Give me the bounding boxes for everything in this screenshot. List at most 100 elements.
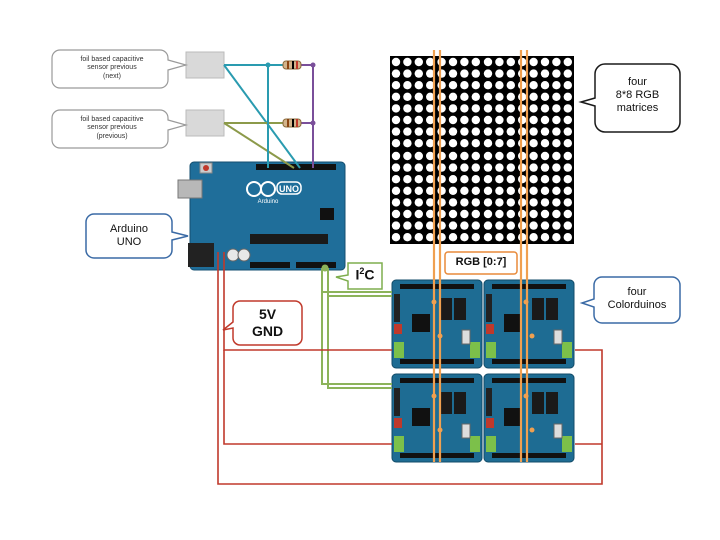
led (437, 69, 446, 78)
led (471, 186, 480, 195)
led (552, 57, 561, 67)
led (483, 92, 493, 102)
led (483, 81, 493, 90)
led (552, 221, 561, 230)
led (471, 233, 480, 242)
led (426, 104, 435, 113)
power-jack (188, 243, 214, 267)
led (540, 186, 550, 195)
led (529, 92, 538, 102)
led (506, 104, 515, 113)
led (448, 198, 458, 207)
led (540, 221, 550, 230)
led (437, 151, 446, 161)
led (552, 139, 561, 148)
led (403, 175, 412, 184)
led (437, 175, 446, 184)
callout-colorduinos (579, 276, 681, 324)
board-brand-sub: Arduino (258, 199, 279, 205)
led (448, 92, 458, 102)
led (495, 233, 504, 242)
led (471, 127, 480, 136)
led (495, 139, 504, 148)
led (471, 115, 480, 125)
led (403, 127, 412, 136)
led (495, 175, 504, 184)
led (483, 186, 493, 195)
led (506, 69, 515, 78)
sensor-previous-foil (185, 109, 225, 137)
led (506, 151, 515, 161)
led (506, 233, 515, 242)
led (518, 163, 527, 172)
led (426, 127, 435, 136)
arduino-uno-board: UNO Arduino (177, 161, 346, 271)
callout-sensor-next (51, 49, 189, 89)
led (529, 139, 538, 148)
led (529, 221, 538, 230)
led (437, 198, 446, 207)
led (448, 186, 458, 195)
led (460, 233, 469, 242)
power-wires (217, 252, 603, 485)
led (471, 104, 480, 113)
led (518, 104, 527, 113)
led (403, 115, 412, 125)
led (483, 57, 493, 67)
led (391, 163, 401, 172)
board-brand: UNO (279, 184, 299, 194)
led (483, 127, 493, 136)
led (495, 69, 504, 78)
arduino-label: Arduino UNO (110, 223, 148, 249)
led (437, 233, 446, 242)
led (563, 139, 572, 148)
led (483, 209, 493, 219)
led (483, 69, 493, 78)
led (506, 139, 515, 148)
led (437, 209, 446, 219)
callout-power (222, 300, 303, 346)
led (495, 198, 504, 207)
led (448, 209, 458, 219)
led (460, 139, 469, 148)
led (506, 115, 515, 125)
led (529, 186, 538, 195)
led (403, 209, 412, 219)
usb-connector (177, 179, 203, 199)
led (518, 92, 527, 102)
led (495, 57, 504, 67)
led (460, 81, 469, 90)
led (414, 151, 423, 161)
led (483, 139, 493, 148)
led (471, 221, 480, 230)
led (414, 69, 423, 78)
led (471, 92, 480, 102)
led (448, 57, 458, 67)
led (552, 92, 561, 102)
led (448, 115, 458, 125)
led (563, 104, 572, 113)
led (448, 221, 458, 230)
led (414, 221, 423, 230)
led (518, 127, 527, 136)
colorduinos-label: four Colorduinos (607, 286, 667, 312)
led (414, 198, 423, 207)
led (540, 104, 550, 113)
led (460, 57, 469, 67)
led (506, 209, 515, 219)
led (529, 163, 538, 172)
led (391, 151, 401, 161)
led (460, 175, 469, 184)
i2c-label: I2C (348, 266, 382, 283)
led (414, 186, 423, 195)
led (563, 81, 572, 90)
led (540, 127, 550, 136)
led (506, 163, 515, 172)
led (426, 115, 435, 125)
led (391, 139, 401, 148)
led (506, 221, 515, 230)
led (448, 127, 458, 136)
led (563, 69, 572, 78)
led (540, 139, 550, 148)
i2c-label-sup: 2 (359, 266, 365, 276)
